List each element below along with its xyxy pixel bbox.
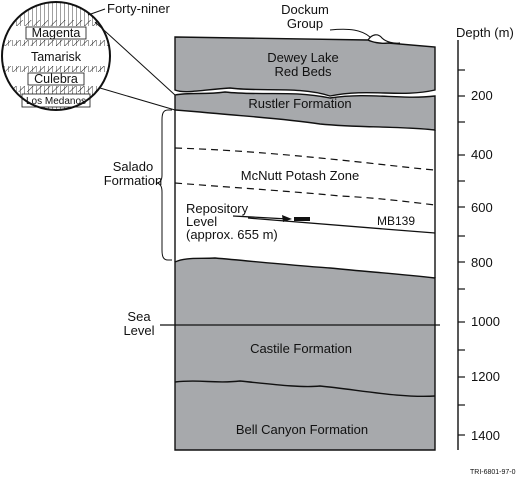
depth-tick-200: 200 (471, 88, 493, 103)
dockum-pointer (329, 28, 371, 38)
mcnutt-upper-dashed (174, 147, 436, 171)
depth-tick-400: 400 (471, 147, 493, 162)
magenta-label: Magenta (32, 26, 81, 40)
inset-connector-top (94, 21, 176, 96)
culebra-label: Culebra (34, 72, 78, 86)
depth-tick-600: 600 (471, 200, 493, 215)
figure-code: TRI-6801-97-0 (470, 469, 516, 476)
rustler-unit (174, 91, 436, 131)
repository-block (294, 217, 310, 221)
los-medanos-label: Los Medanos (26, 96, 86, 107)
inset-connector-bottom (99, 87, 176, 111)
forty-niner-label: Forty-niner (107, 1, 171, 16)
depth-axis (457, 40, 465, 450)
depth-tick-1000: 1000 (471, 314, 500, 329)
repository-arrow (232, 215, 289, 220)
inset-rustler-detail (1, 1, 176, 111)
mb139-line (247, 217, 436, 234)
bell-canyon-label: Bell Canyon Formation (236, 422, 368, 437)
depth-tick-1400: 1400 (471, 428, 500, 443)
tamarisk-label: Tamarisk (31, 50, 82, 64)
dockum-surface-line (367, 34, 401, 44)
depth-axis-title: Depth (m) (456, 25, 514, 40)
mb139-label: MB139 (377, 214, 415, 228)
mcnutt-label: McNutt Potash Zone (241, 168, 360, 183)
castile-label: Castile Formation (250, 341, 352, 356)
depth-tick-800: 800 (471, 255, 493, 270)
castile-bell-canyon-boundary (174, 380, 436, 398)
dewey-lake-unit (174, 36, 436, 97)
repository-arrowhead (282, 215, 292, 222)
mcnutt-lower-dashed (174, 182, 436, 206)
salado-brace (155, 109, 172, 261)
depth-tick-1200: 1200 (471, 369, 500, 384)
castile-bell-canyon-unit (174, 257, 436, 451)
rustler-label: Rustler Formation (248, 96, 351, 111)
